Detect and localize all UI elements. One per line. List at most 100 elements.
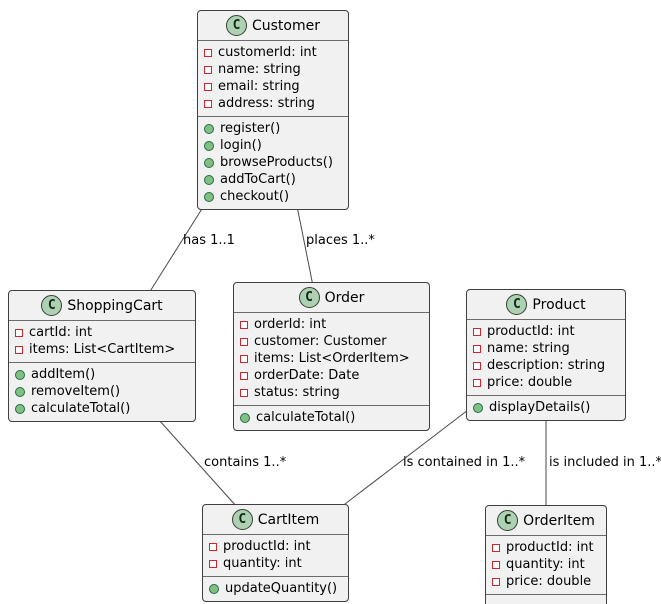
public-method-icon [209, 583, 219, 594]
public-method-icon [204, 157, 214, 168]
class-attribute: name: string [473, 340, 617, 357]
methods-compartment: calculateTotal() [234, 405, 429, 430]
public-method-icon [204, 123, 214, 134]
class-method: addToCart() [204, 171, 340, 188]
class-attribute: customer: Customer [240, 333, 421, 350]
class-attribute: quantity: int [209, 555, 340, 572]
class-name: Order [324, 289, 365, 306]
class-attribute: productId: int [473, 323, 617, 340]
class-method: checkout() [204, 188, 340, 205]
class-attribute: address: string [204, 95, 340, 112]
class-attribute: description: string [473, 357, 617, 374]
association-edge-product-cartitem [340, 409, 469, 508]
private-field-icon [492, 560, 500, 569]
class-attribute: items: List<OrderItem> [240, 350, 421, 367]
method-text: calculateTotal() [31, 401, 131, 416]
methods-compartment: updateQuantity() [203, 576, 348, 601]
attributes-compartment: orderId: int customer: Customer items: Lis… [234, 313, 429, 405]
class-attribute: status: string [240, 384, 421, 401]
attribute-text: status: string [254, 385, 340, 400]
class-header: C Customer [198, 11, 348, 41]
class-attribute: orderId: int [240, 316, 421, 333]
private-field-icon [15, 328, 23, 337]
private-field-icon [240, 388, 248, 397]
class-attribute: items: List<CartItem> [15, 341, 187, 358]
method-text: calculateTotal() [256, 410, 356, 425]
attribute-text: quantity: int [506, 557, 585, 572]
association-edge-customer-shoppingcart [148, 195, 211, 294]
class-method: calculateTotal() [240, 409, 421, 426]
method-text: addToCart() [220, 172, 296, 187]
attribute-text: customerId: int [218, 45, 317, 60]
public-method-icon [204, 191, 214, 202]
class-header: C ShoppingCart [9, 291, 195, 321]
private-field-icon [473, 378, 481, 387]
attribute-text: items: List<CartItem> [29, 342, 176, 357]
class-attribute: name: string [204, 61, 340, 78]
class-header: C CartItem [203, 505, 348, 535]
attribute-text: customer: Customer [254, 334, 387, 349]
private-field-icon [473, 361, 481, 370]
class-attribute: customerId: int [204, 44, 340, 61]
class-attribute: price: double [492, 573, 598, 590]
class-header: C Product [467, 290, 625, 320]
class-method: browseProducts() [204, 154, 340, 171]
private-field-icon [473, 344, 481, 353]
class-stereotype-icon: C [506, 294, 528, 315]
public-method-icon [15, 403, 25, 414]
class-name: OrderItem [523, 512, 595, 529]
attribute-text: items: List<OrderItem> [254, 351, 410, 366]
method-text: register() [220, 121, 281, 136]
attribute-text: quantity: int [223, 556, 302, 571]
class-attribute: price: double [473, 374, 617, 391]
attribute-text: productId: int [506, 540, 594, 555]
class-attribute: productId: int [492, 539, 598, 556]
class-stereotype-icon: C [298, 287, 320, 308]
method-text: browseProducts() [220, 155, 333, 170]
attribute-text: orderId: int [254, 317, 327, 332]
methods-compartment: addItem() removeItem() calculateTotal() [9, 362, 195, 421]
private-field-icon [204, 82, 212, 91]
method-text: addItem() [31, 367, 96, 382]
class-box-cartitem: C CartItem productId: int quantity: int u… [202, 504, 349, 602]
private-field-icon [492, 577, 500, 586]
class-attribute: quantity: int [492, 556, 598, 573]
class-method: displayDetails() [473, 399, 617, 416]
attribute-text: productId: int [487, 324, 575, 339]
class-header: C OrderItem [486, 506, 606, 536]
public-method-icon [204, 140, 214, 151]
methods-compartment: register()login()browseProducts()addToCa… [198, 116, 348, 209]
edge-label: is contained in 1..* [403, 455, 526, 470]
association-edge-customer-order [294, 195, 314, 287]
private-field-icon [209, 542, 217, 551]
attribute-text: productId: int [223, 539, 311, 554]
class-method: addItem() [15, 366, 187, 383]
private-field-icon [492, 543, 500, 552]
edge-label: contains 1..* [204, 455, 287, 470]
class-attribute: email: string [204, 78, 340, 95]
method-text: removeItem() [31, 384, 121, 399]
private-field-icon [240, 337, 248, 346]
private-field-icon [15, 345, 23, 354]
class-header: C Order [234, 283, 429, 313]
public-method-icon [204, 174, 214, 185]
class-name: Customer [251, 17, 320, 34]
attribute-text: price: double [506, 574, 592, 589]
public-method-icon [15, 386, 25, 397]
attribute-text: price: double [487, 375, 573, 390]
public-method-icon [240, 412, 250, 423]
edge-label: places 1..* [306, 233, 375, 248]
class-stereotype-icon: C [231, 509, 253, 530]
method-text: displayDetails() [489, 400, 591, 415]
class-name: Product [532, 296, 586, 313]
private-field-icon [240, 320, 248, 329]
public-method-icon [473, 402, 483, 413]
private-field-icon [473, 327, 481, 336]
class-stereotype-icon: C [225, 15, 247, 36]
